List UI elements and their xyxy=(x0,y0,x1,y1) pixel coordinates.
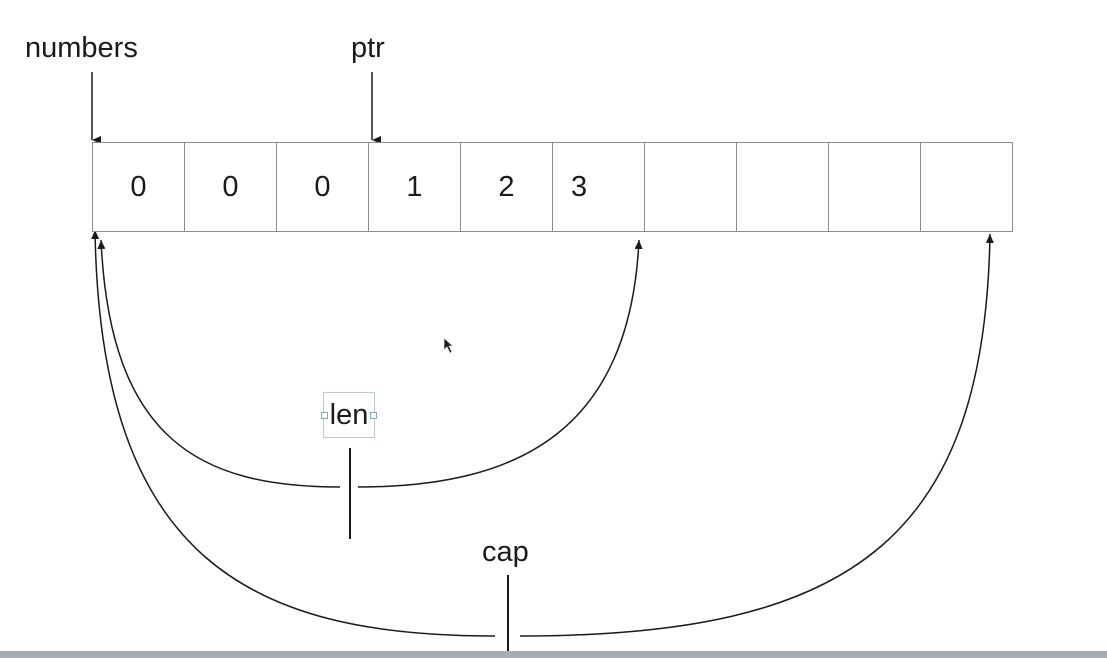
array-cell-9 xyxy=(920,142,1013,232)
resize-handle-left[interactable] xyxy=(321,412,328,419)
array-cell-0: 0 xyxy=(92,142,185,232)
cap-arc-right xyxy=(519,233,994,637)
array-cell-2: 0 xyxy=(276,142,369,232)
resize-handle-right[interactable] xyxy=(370,412,377,419)
mouse-pointer-icon xyxy=(443,337,454,354)
numbers-label: numbers xyxy=(25,32,138,64)
len-label: len xyxy=(329,398,369,431)
array-cell-6 xyxy=(644,142,737,232)
array-cell-3: 1 xyxy=(368,142,461,232)
array-cell-7 xyxy=(736,142,829,232)
cap-label: cap xyxy=(482,536,529,568)
array-cell-1: 0 xyxy=(184,142,277,232)
ptr-label: ptr xyxy=(351,32,385,64)
bottom-bar xyxy=(0,651,1107,658)
backing-array: 0 0 0 1 2 3 xyxy=(92,142,1013,232)
cap-arc-left xyxy=(91,229,496,637)
len-arc-right xyxy=(357,239,643,488)
array-cell-5: 3 xyxy=(552,142,645,232)
len-arc-left xyxy=(97,239,341,488)
array-cell-4: 2 xyxy=(460,142,553,232)
array-cell-8 xyxy=(828,142,921,232)
len-label-box[interactable]: len xyxy=(321,392,377,438)
